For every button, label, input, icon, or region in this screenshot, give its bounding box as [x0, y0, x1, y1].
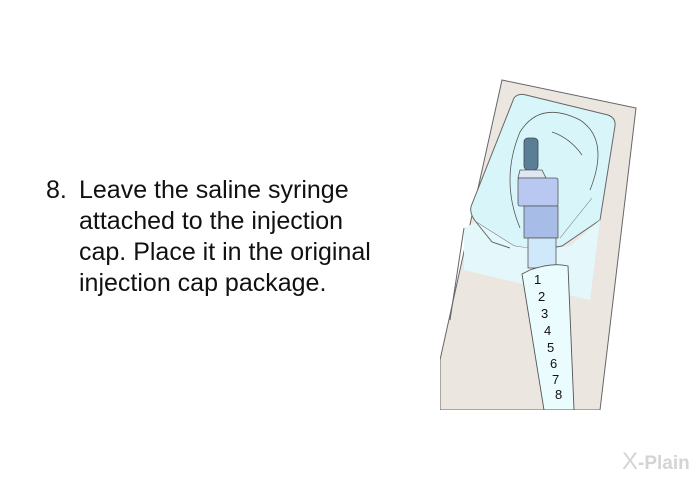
syringe-package-illustration: 1 2 3 4 5 6 7 8	[440, 79, 637, 410]
svg-text:1: 1	[534, 272, 541, 287]
step-number: 8.	[46, 176, 67, 204]
svg-text:7: 7	[552, 372, 559, 387]
svg-text:8: 8	[555, 387, 562, 402]
logo-text: -Plain	[638, 453, 690, 474]
injection-cap	[517, 137, 559, 269]
instruction-line-4: injection cap package.	[79, 269, 327, 297]
svg-text:6: 6	[550, 356, 557, 371]
svg-text:5: 5	[547, 340, 554, 355]
svg-text:2: 2	[538, 289, 545, 304]
saline-syringe: 1 2 3 4 5 6 7 8	[521, 264, 575, 410]
syringe-scale: 1 2 3 4 5 6 7 8	[534, 272, 562, 402]
instruction-line-2: attached to the injection	[79, 207, 344, 235]
svg-text:3: 3	[541, 306, 548, 321]
instruction-step: 8. Leave the saline syringe attached to …	[46, 175, 446, 299]
logo-mark: X	[622, 448, 639, 475]
svg-text:4: 4	[544, 323, 551, 338]
instruction-line-3: cap. Place it in the original	[79, 238, 371, 266]
instruction-line-1: Leave the saline syringe	[79, 176, 349, 204]
xplain-logo: X-Plain	[622, 448, 690, 476]
